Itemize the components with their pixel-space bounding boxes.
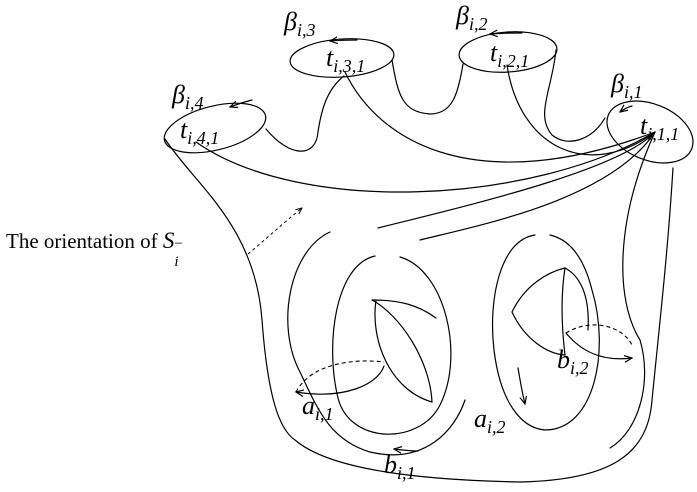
boundary-circle-2 bbox=[458, 31, 558, 73]
label-t-2: ti,2,1 bbox=[490, 38, 529, 71]
handle-2-outer bbox=[491, 234, 600, 431]
beta-2-arrow bbox=[490, 33, 523, 34]
handle-2-inner-d bbox=[564, 267, 589, 331]
label-b-1: bi,1 bbox=[384, 450, 416, 483]
caption-surface: S bbox=[162, 228, 175, 253]
beta-3-arrow bbox=[330, 40, 358, 41]
label-a-2: ai,2 bbox=[474, 404, 506, 437]
curve-a1-dashed bbox=[295, 360, 385, 393]
arc-t4-t1 bbox=[195, 131, 656, 193]
handle-1-inner-c bbox=[371, 299, 437, 319]
handle-2-inner-b bbox=[511, 311, 566, 356]
arc-down-right bbox=[609, 131, 656, 449]
arc-loop-a bbox=[377, 131, 656, 229]
label-beta-1: βi,1 bbox=[610, 69, 642, 102]
saddle-4-3 bbox=[265, 75, 345, 152]
saddle-3-2 bbox=[391, 59, 464, 115]
caption-sub: i bbox=[174, 254, 179, 270]
beta-4-arrow bbox=[230, 99, 253, 107]
orientation-arrow bbox=[247, 208, 302, 255]
curve-b2-solid bbox=[565, 332, 632, 359]
handle-1-inner-b bbox=[374, 299, 433, 403]
saddle-2-1 bbox=[544, 49, 606, 142]
surface-outline bbox=[164, 138, 674, 483]
curve-a1-solid bbox=[296, 365, 385, 394]
arc-t3-t1 bbox=[344, 71, 656, 163]
label-t-4: ti,4,1 bbox=[180, 115, 219, 148]
curve-b2-dashed bbox=[565, 324, 633, 346]
label-beta-2: βi,2 bbox=[455, 1, 487, 34]
handle-1-outer bbox=[332, 255, 452, 435]
curve-b1-arrow bbox=[394, 449, 419, 451]
arc-loop-b bbox=[419, 131, 656, 241]
boundary-circle-4 bbox=[163, 102, 267, 154]
caption-text: The orientation of bbox=[6, 229, 163, 253]
caption-sup: − bbox=[174, 236, 183, 252]
handle-2-inner-c bbox=[561, 267, 566, 356]
beta-1-arrow bbox=[620, 106, 633, 112]
label-beta-3: βi,3 bbox=[283, 7, 315, 40]
label-beta-4: βi,4 bbox=[171, 80, 203, 113]
orientation-caption: The orientation of S− i bbox=[6, 228, 186, 270]
handle-2-inner-a bbox=[511, 267, 566, 313]
label-b-2: bi,2 bbox=[557, 345, 589, 378]
left-loop bbox=[287, 231, 466, 456]
arc-t2-t1 bbox=[506, 64, 656, 156]
label-t-3: ti,3,1 bbox=[326, 43, 365, 76]
handle-1-inner-a bbox=[371, 299, 433, 403]
curve-a2-arrow bbox=[517, 367, 525, 404]
boundary-circle-1 bbox=[606, 100, 694, 164]
label-a-1: ai,1 bbox=[302, 391, 334, 424]
label-t-1: ti,1,1 bbox=[640, 111, 679, 144]
